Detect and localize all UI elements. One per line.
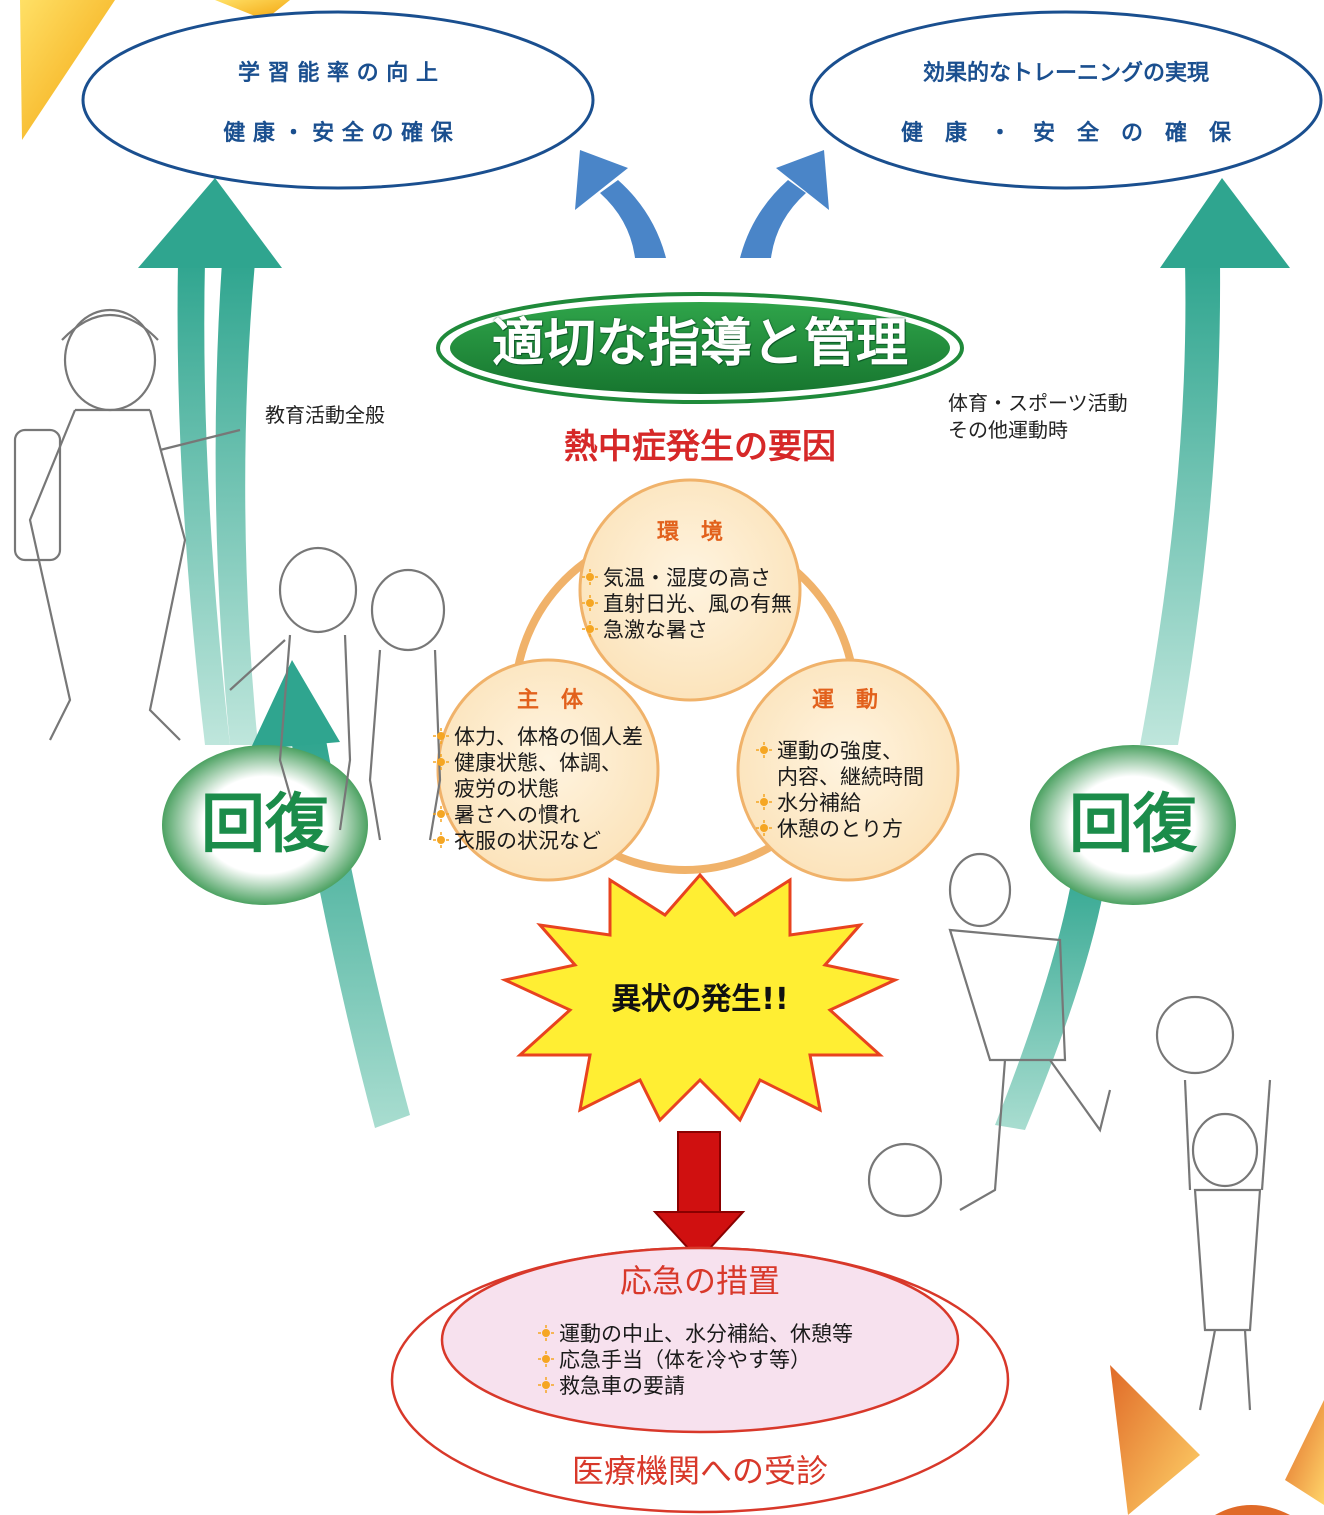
first-aid-title: 応急の措置 [619,1262,780,1300]
goal-ellipse-right [809,10,1323,190]
list-item: 内容、継続時間 [756,763,924,789]
illustration-volleyball-player [1155,995,1272,1411]
list-item-text: 体力、体格の個人差 [454,725,643,749]
decorative-yellow-triangle [20,0,115,140]
list-item-text: 救急車の要請 [559,1374,685,1398]
list-item: 休憩のとり方 [756,815,924,841]
list-item-text: 内容、継続時間 [777,765,924,789]
factor-circle-subject [436,658,660,882]
red-down-arrow-icon [652,1131,746,1262]
goal-ellipse-left [81,10,595,190]
sun-bullet-icon [582,595,598,611]
sun-bullet-icon [433,832,449,848]
caption-right-line2: その他運動時 [948,418,1068,442]
list-item-text: 運動の強度、 [777,739,903,763]
illustration-children [229,546,446,841]
list-item: 直射日光、風の有無 [582,590,792,616]
list-item: 応急手当（体を冷やす等） [538,1346,853,1372]
first-aid-list: 運動の中止、水分補給、休憩等 応急手当（体を冷やす等） 救急車の要請 [538,1320,853,1398]
list-item-text: 衣服の状況など [454,829,601,853]
list-item-text: 急激な暑さ [603,618,708,642]
decorative-orange-arc [1215,1505,1290,1515]
list-item-text: 直射日光、風の有無 [603,592,792,616]
factor-circle-exercise [736,658,960,882]
blue-arrow-icon [575,150,829,258]
list-item-text: 健康状態、体調、 [454,751,622,775]
list-item: 救急車の要請 [538,1372,853,1398]
list-item-text: 気温・湿度の高さ [603,566,771,590]
list-item: 疲労の状態 [433,775,643,801]
list-item-text: 水分補給 [777,791,861,815]
factor-circle-environment [578,478,802,702]
list-item: 健康状態、体調、 [433,749,643,775]
list-item: 水分補給 [756,789,924,815]
illustration-soccer-player [867,852,1112,1218]
sun-bullet-icon [538,1351,554,1367]
list-item: 気温・湿度の高さ [582,564,792,590]
main-label: 適切な指導と管理 [491,314,908,374]
caption-right-line1: 体育・スポーツ活動 [948,391,1128,415]
sun-bullet-icon [582,621,598,637]
goal-right-line1: 効果的なトレーニングの実現 [922,61,1209,86]
list-item-text: 疲労の状態 [454,777,559,801]
abnormality-label: 異状の発生!! [611,982,789,1017]
recovery-oval-left [162,745,368,905]
first-aid-ellipse [440,1246,960,1434]
medical-label: 医療機関への受診 [571,1452,828,1490]
sun-bullet-icon [538,1377,554,1393]
sun-bullet-icon [582,569,598,585]
list-item-text: 応急手当（体を冷やす等） [559,1348,811,1372]
goal-left-line2: 健 康 ・ 安 全 の 確 保 [223,121,453,146]
cause-title: 熱中症発生の要因 [564,427,836,467]
factor-list-exercise: 運動の強度、 内容、継続時間 水分補給 休憩のとり方 [756,737,924,841]
factor-title-subject: 主 体 [516,688,583,713]
list-item-text: 運動の中止、水分補給、休憩等 [559,1322,853,1346]
main-label-oval [450,302,950,394]
goal-left-line1: 学 習 能 率 の 向 上 [238,61,438,86]
sun-bullet-icon [433,728,449,744]
recovery-oval-right [1030,745,1236,905]
list-item: 運動の強度、 [756,737,924,763]
recovery-label-left: 回復 [201,788,329,862]
list-item: 衣服の状況など [433,827,643,853]
factor-list-environment: 気温・湿度の高さ 直射日光、風の有無 急激な暑さ [582,564,792,642]
list-item-text: 休憩のとり方 [777,817,903,841]
factor-title-environment: 環 境 [656,520,723,545]
sun-bullet-icon [756,820,772,836]
list-item-text: 暑さへの慣れ [454,803,580,827]
caption-left: 教育活動全般 [265,403,385,427]
sun-bullet-icon [756,794,772,810]
factor-list-subject: 体力、体格の個人差 健康状態、体調、 疲労の状態 暑さへの慣れ 衣服の状況など [433,723,643,853]
decorative-orange-triangle [1110,1365,1200,1515]
sun-bullet-icon [538,1325,554,1341]
teal-arrow-icon-right [1140,178,1290,745]
decorative-orange-triangle-2 [1285,1400,1324,1505]
goal-right-line2: 健 康 ・ 安 全 の 確 保 [900,121,1231,146]
sun-bullet-icon [756,742,772,758]
list-item: 運動の中止、水分補給、休憩等 [538,1320,853,1346]
sun-bullet-icon [433,806,449,822]
burst-icon [500,872,900,1123]
factor-title-exercise: 運 動 [811,688,878,713]
list-item: 体力、体格の個人差 [433,723,643,749]
illustration-hiker [13,308,241,741]
sun-bullet-icon [433,754,449,770]
list-item: 暑さへの慣れ [433,801,643,827]
teal-arrow-icon [138,178,282,745]
recovery-label-right: 回復 [1069,788,1197,862]
list-item: 急激な暑さ [582,616,792,642]
